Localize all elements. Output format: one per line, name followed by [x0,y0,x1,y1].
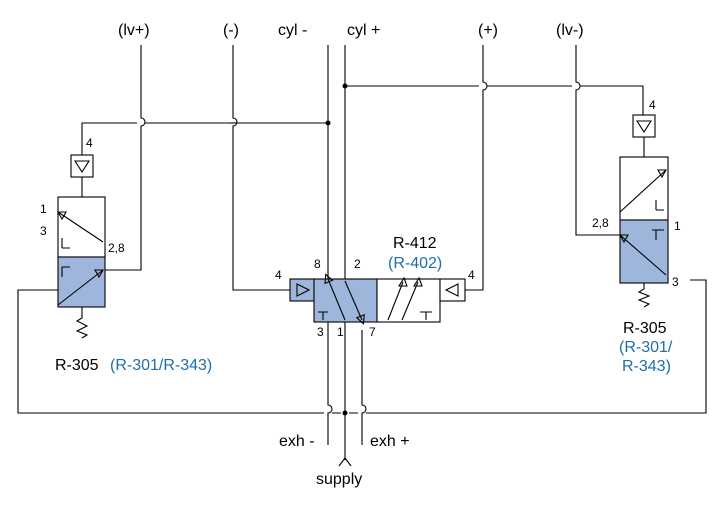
exhaust-minus-label: exh - [279,433,315,450]
arrowhead-icon [355,313,365,325]
center-valve-shifted-envelope [376,278,441,323]
signal-label-lv-plus: (lv+) [118,22,150,39]
center-port-3: 3 [317,325,324,339]
wire-lv-minus [575,45,620,236]
junction-dot [325,120,331,126]
wire-lv-plus [105,45,146,271]
center-port-8: 8 [314,257,321,271]
arrowhead-icon [398,276,408,287]
wire-cyl-minus-to-left-valve [81,122,328,155]
spring-icon [75,307,89,339]
right-valve-alt-line1: (R-301/ [619,339,673,356]
right-valve-model: R-305 [623,320,667,337]
left-valve-upper-envelope [57,196,106,258]
signal-label-cyl-plus: cyl + [347,22,380,39]
supply-arrow-icon [338,457,352,467]
center-port-2: 2 [354,257,361,271]
left-valve-pilot [70,154,94,178]
blocked-port-icon [652,229,664,240]
flow-arrow-line [327,278,346,321]
center-valve: 4 8 2 4 3 1 7 R-412 (R-402) [275,235,475,339]
wire-supply-loop [17,279,707,414]
exhaust-plus-label: exh + [370,433,410,450]
pilot-triangle-icon [444,283,459,297]
arrowhead-icon [619,234,629,244]
spring-icon [637,283,651,308]
blocked-port-icon [318,311,328,320]
pilot-triangle-icon [635,120,653,134]
junction-dot [342,83,348,89]
supply-label: supply [316,471,362,488]
center-valve-active-envelope [313,278,378,323]
wire-exh-plus [361,330,367,445]
signal-label-cyl-minus: cyl - [278,22,307,39]
arrowhead-icon [324,273,334,285]
arrowhead-icon [657,169,667,179]
flow-arrow-line [619,234,667,276]
flow-arrow-line [57,211,104,243]
center-left-pilot [289,278,315,302]
signal-label-minus: (-) [223,22,239,39]
left-valve-model: R-305 [55,357,99,374]
left-port-4: 4 [86,136,93,150]
arrowhead-icon [94,269,104,279]
right-valve-alt-line2: R-343) [622,358,671,375]
flow-arrow-line [387,281,404,321]
flow-arrow-line [619,169,667,213]
wiring [17,45,707,467]
right-valve-pilot [632,114,656,138]
junction-dot [342,410,348,416]
right-port-4: 4 [649,98,656,112]
center-port-7: 7 [369,325,376,339]
center-valve-alt-model: (R-402) [388,255,442,272]
center-right-pilot [439,278,466,302]
left-port-2-8: 2,8 [108,241,125,255]
wire-plus [465,45,488,291]
center-port-4-left: 4 [275,268,282,282]
wire-cyl-minus [327,45,333,445]
left-port-1: 1 [40,202,47,216]
pilot-triangle-icon [73,160,91,174]
center-port-1: 1 [337,325,344,339]
flow-arrow-line [401,281,419,321]
blocked-port-icon [420,311,432,320]
blocked-port-icon [655,200,664,211]
right-port-3: 3 [672,275,679,289]
center-valve-model: R-412 [393,235,437,252]
left-port-3: 3 [40,224,47,238]
wire-cyl-plus-to-right-valve [345,85,644,115]
signal-label-lv-minus: (lv-) [556,22,584,39]
center-port-4-right: 4 [468,268,475,282]
arrowhead-icon [413,276,423,287]
left-valve-alt-models: (R-301/R-343) [110,357,212,374]
wire-minus [232,45,290,291]
right-port-1: 1 [674,219,681,233]
blocked-port-icon [61,238,70,249]
right-valve: 4 2,8 1 3 R-305 (R-301/ R-343) [592,98,681,375]
arrowhead-icon [57,211,67,221]
pilot-triangle-icon [296,283,311,297]
blocked-port-icon [61,266,70,277]
right-port-2-8: 2,8 [592,216,609,230]
flow-arrow-line [57,269,104,306]
left-valve: 4 1 3 2,8 R-305 (R-301/R-343) [40,136,212,374]
signal-label-plus: (+) [478,22,498,39]
flow-arrow-line [344,280,363,321]
